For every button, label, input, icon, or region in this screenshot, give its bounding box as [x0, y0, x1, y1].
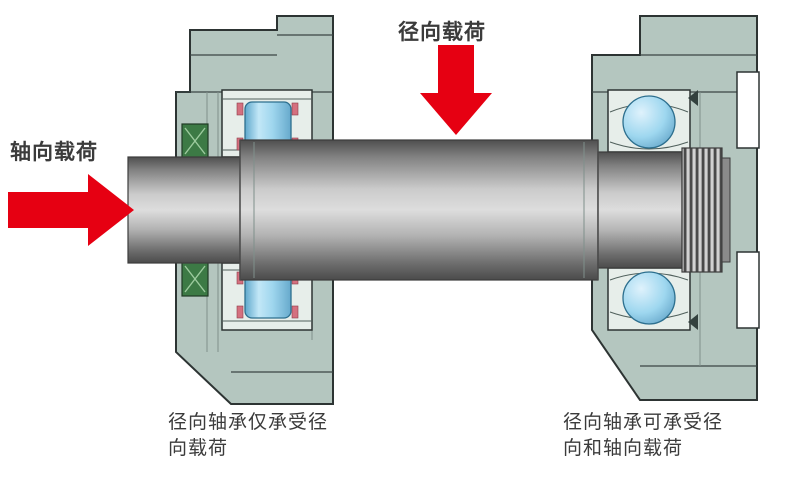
caption-left-bearing: 径向轴承仅承受径向载荷	[168, 411, 329, 459]
ball-top	[622, 95, 676, 149]
shaft-thread-section	[681, 147, 723, 273]
axial-load-arrow	[8, 174, 134, 246]
shaft-main-section	[239, 139, 599, 281]
radial-load-label: 径向载荷	[398, 20, 486, 44]
snap-ring-bottom	[688, 314, 698, 330]
caption-right-bearing: 径向轴承可承受径向和轴向载荷	[563, 411, 724, 459]
seal-top	[181, 123, 209, 159]
housing-notch-top	[736, 71, 760, 149]
seal-bottom	[181, 261, 209, 297]
radial-load-arrow	[420, 45, 492, 135]
shaft	[127, 139, 731, 281]
snap-ring-top	[688, 90, 698, 106]
shaft-left-section	[127, 156, 243, 264]
right-bearing	[607, 89, 698, 331]
shaft-right-section	[597, 151, 683, 269]
shaft-end-step	[721, 157, 731, 263]
ball-bottom	[622, 271, 676, 325]
housing-notch-bottom	[736, 251, 760, 329]
axial-load-label: 轴向载荷	[10, 140, 98, 164]
left-bearing	[181, 89, 313, 331]
